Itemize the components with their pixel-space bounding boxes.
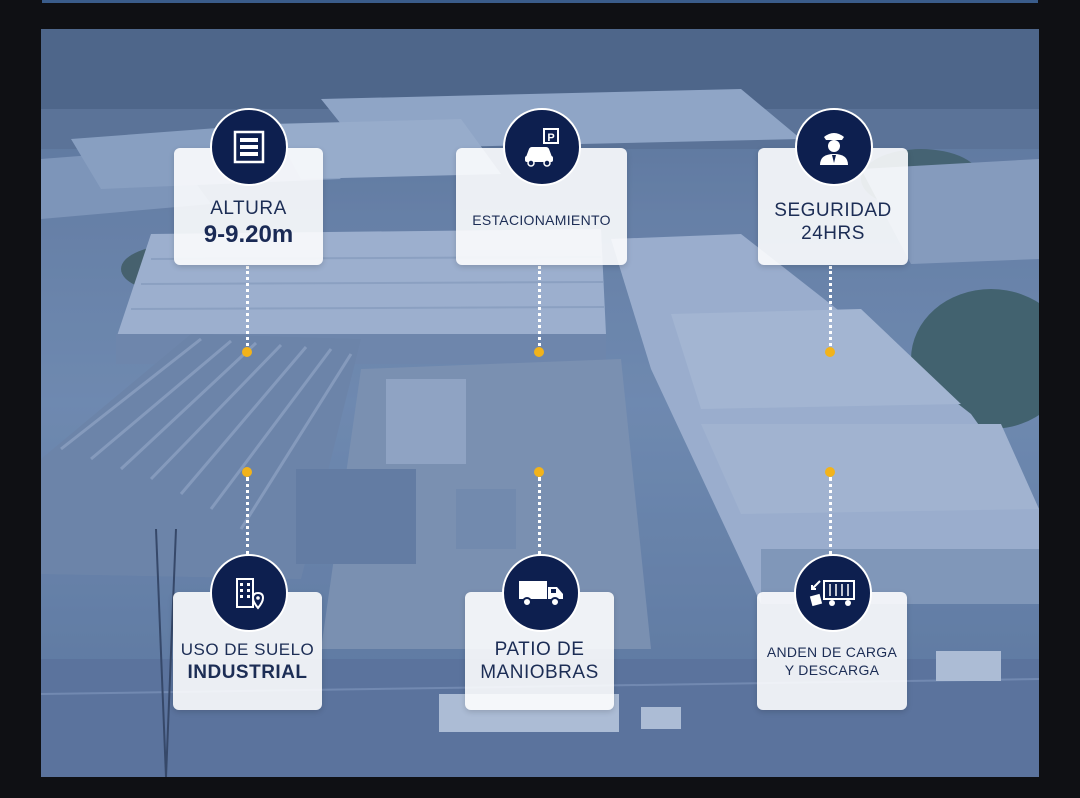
connector-dot-estacionamiento (534, 347, 544, 357)
security-guard-icon (795, 108, 873, 186)
svg-text:P: P (547, 132, 554, 144)
feature-label: USO DE SUELO (180, 639, 315, 659)
connector-dot-uso (242, 467, 252, 477)
connector-line-estacionamiento (538, 266, 541, 352)
feature-label: SEGURIDAD (774, 199, 892, 221)
feature-value: Y DESCARGA (784, 662, 880, 678)
connector-dot-altura (242, 347, 252, 357)
connector-line-uso (246, 477, 249, 555)
top-edge-bar (42, 0, 1038, 3)
feature-label: ANDEN DE CARGA (766, 644, 898, 660)
feature-label: PATIO DE (494, 639, 585, 660)
connector-line-anden (829, 477, 832, 555)
loading-dock-icon (794, 554, 872, 632)
feature-value: 9-9.20m (203, 221, 294, 248)
feature-value: MANIOBRAS (480, 662, 599, 683)
feature-value: INDUSTRIAL (187, 661, 308, 683)
connector-line-patio (538, 477, 541, 555)
connector-line-altura (246, 266, 249, 352)
feature-value: 24HRS (801, 222, 865, 244)
truck-icon (502, 554, 580, 632)
connector-dot-seguridad (825, 347, 835, 357)
feature-label: ALTURA (210, 198, 287, 219)
connector-line-seguridad (829, 266, 832, 352)
building-location-icon (210, 554, 288, 632)
parking-car-icon: P (503, 108, 581, 186)
warehouse-icon (210, 108, 288, 186)
feature-label: ESTACIONAMIENTO (472, 211, 611, 228)
connector-dot-patio (534, 467, 544, 477)
connector-dot-anden (825, 467, 835, 477)
